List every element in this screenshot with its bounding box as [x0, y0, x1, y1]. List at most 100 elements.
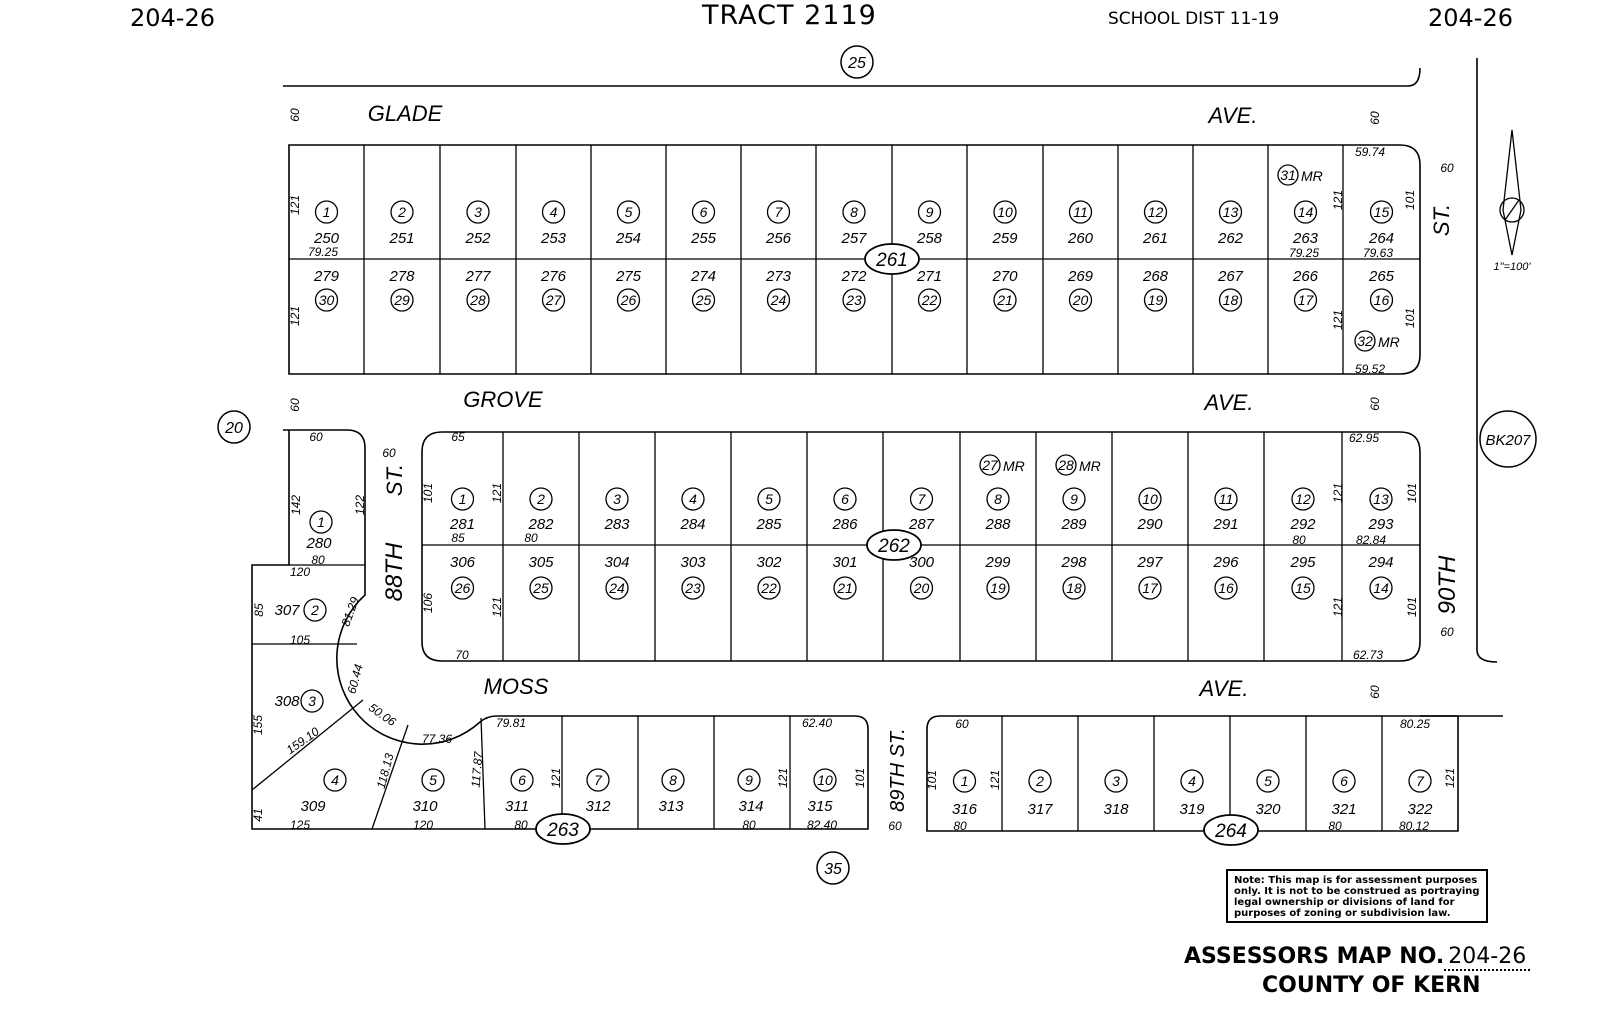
- dimension-label: 117.87: [468, 750, 485, 788]
- street-name: 90TH: [1434, 555, 1461, 614]
- page-ref-circle: [840, 45, 874, 79]
- dimension-label: 85: [451, 531, 465, 545]
- parcel-number: 295: [1289, 554, 1316, 571]
- dimension-label: 79.81: [496, 716, 526, 730]
- dimension-label: 80.25: [1400, 717, 1430, 731]
- parcel-number: 281: [449, 516, 475, 533]
- street-name: 89TH ST.: [887, 728, 909, 812]
- lot-number-circle: [586, 768, 610, 792]
- dimension-label: 82.40: [807, 818, 837, 832]
- dimension-label: 60: [1440, 625, 1454, 639]
- lot-number-circle: [691, 288, 716, 312]
- dimension-label: 60: [288, 398, 302, 412]
- disclaimer-note: Note: This map is for assessment purpose…: [1226, 869, 1488, 923]
- lot-number-circle: [1291, 576, 1315, 600]
- lot-number: 27: [545, 292, 563, 308]
- parcel-number: 303: [680, 554, 706, 571]
- dimension-label: 105: [290, 633, 310, 647]
- mr-label: MR: [1378, 334, 1400, 350]
- parcel-number: 312: [585, 798, 611, 815]
- dimension-label: 82.84: [1356, 533, 1386, 547]
- mr-lot: 31: [1280, 167, 1296, 183]
- parcel-number: 298: [1060, 554, 1087, 571]
- parcel-number: 259: [991, 230, 1018, 247]
- parcel-number: 309: [300, 798, 326, 815]
- lot-number: 2: [397, 204, 406, 220]
- dimension-label: 79.25: [1289, 246, 1319, 260]
- parcel-number: 267: [1217, 268, 1244, 285]
- parcel-number: 320: [1255, 801, 1281, 818]
- lot-number: 3: [308, 693, 316, 709]
- lot-number-circle: [766, 200, 791, 224]
- lot-number-circle: [681, 576, 705, 600]
- parcel-number: 282: [527, 516, 554, 533]
- street-name: GLADE: [368, 101, 443, 126]
- lot-number: 10: [1142, 491, 1158, 507]
- parcel-number: 301: [832, 554, 857, 571]
- dimension-label: 121: [490, 597, 504, 617]
- parcel-number: 256: [765, 230, 792, 247]
- lot-number: 8: [669, 772, 677, 788]
- block-id: 262: [877, 536, 910, 557]
- lot-number: 18: [1223, 292, 1239, 308]
- lot-number: 9: [926, 204, 934, 220]
- lot-number-circle: [1143, 288, 1168, 312]
- map-number-right: 204-26: [1428, 4, 1514, 32]
- lot-number-circle: [766, 288, 791, 312]
- lot-number-circle: [541, 288, 566, 312]
- block-261-outline: [288, 144, 1421, 375]
- dimension-label: 121: [1443, 768, 1457, 788]
- dimension-label: 60: [1368, 685, 1382, 699]
- parcel-number: 321: [1331, 801, 1356, 818]
- lot-number-circle: [681, 487, 705, 511]
- lot-number-circle: [1369, 576, 1393, 600]
- dimension-label: 77.36: [422, 732, 452, 746]
- lot-number-circle: [616, 288, 641, 312]
- dimension-label: 80.12: [1399, 819, 1429, 833]
- dimension-label: 80: [1292, 533, 1306, 547]
- dimension-label: 85: [252, 603, 266, 617]
- lot-number: 9: [745, 772, 753, 788]
- lot-number-circle: [323, 768, 347, 792]
- lot-line: [480, 717, 486, 830]
- lot-number: 15: [1374, 204, 1390, 220]
- lot-number-circle: [450, 576, 475, 600]
- parcel-number: 270: [991, 268, 1018, 285]
- page-ref: BK207: [1485, 432, 1531, 449]
- lot-number: 1: [961, 773, 969, 789]
- glade-ave-north-line: [283, 67, 1421, 87]
- dimension-label: 60: [955, 717, 969, 731]
- tract-title: TRACT 2119: [702, 0, 877, 31]
- lot-line: [371, 724, 409, 830]
- parcel-number: 311: [505, 798, 529, 815]
- parcel-number: 307: [274, 602, 300, 619]
- lot-number: 26: [620, 292, 637, 308]
- lot-number: 8: [850, 204, 858, 220]
- parcel-number: 296: [1212, 554, 1239, 571]
- lot-number: 10: [817, 772, 833, 788]
- parcel-number: 286: [831, 516, 858, 533]
- dimension-label: 80: [311, 553, 325, 567]
- lot-number-circle: [303, 598, 327, 622]
- parcel-number: 254: [615, 230, 641, 247]
- dimension-label: 118.13: [374, 752, 397, 791]
- lot-number: 19: [1148, 292, 1164, 308]
- lot-number-circle: [917, 200, 942, 224]
- map-number-left: 204-26: [130, 4, 216, 32]
- lot-number: 17: [1142, 580, 1159, 596]
- dimension-label: 101: [1405, 597, 1419, 617]
- mr-lot-circle: [1277, 164, 1299, 186]
- dimension-label: 62.40: [802, 716, 832, 730]
- lot-number: 3: [474, 204, 482, 220]
- lot-number: 4: [550, 204, 558, 220]
- dimension-label: 60: [888, 819, 902, 833]
- north-arrow-icon: [1502, 129, 1522, 256]
- dimension-label: 101: [1403, 190, 1417, 210]
- lot-number: 23: [845, 292, 862, 308]
- lot-number: 23: [684, 580, 701, 596]
- school-district: SCHOOL DIST 11-19: [1108, 9, 1280, 29]
- dimension-label: 101: [1403, 308, 1417, 328]
- lot-number-circle: [390, 200, 414, 224]
- street-name: AVE.: [1203, 390, 1254, 415]
- street-name: MOSS: [484, 674, 549, 699]
